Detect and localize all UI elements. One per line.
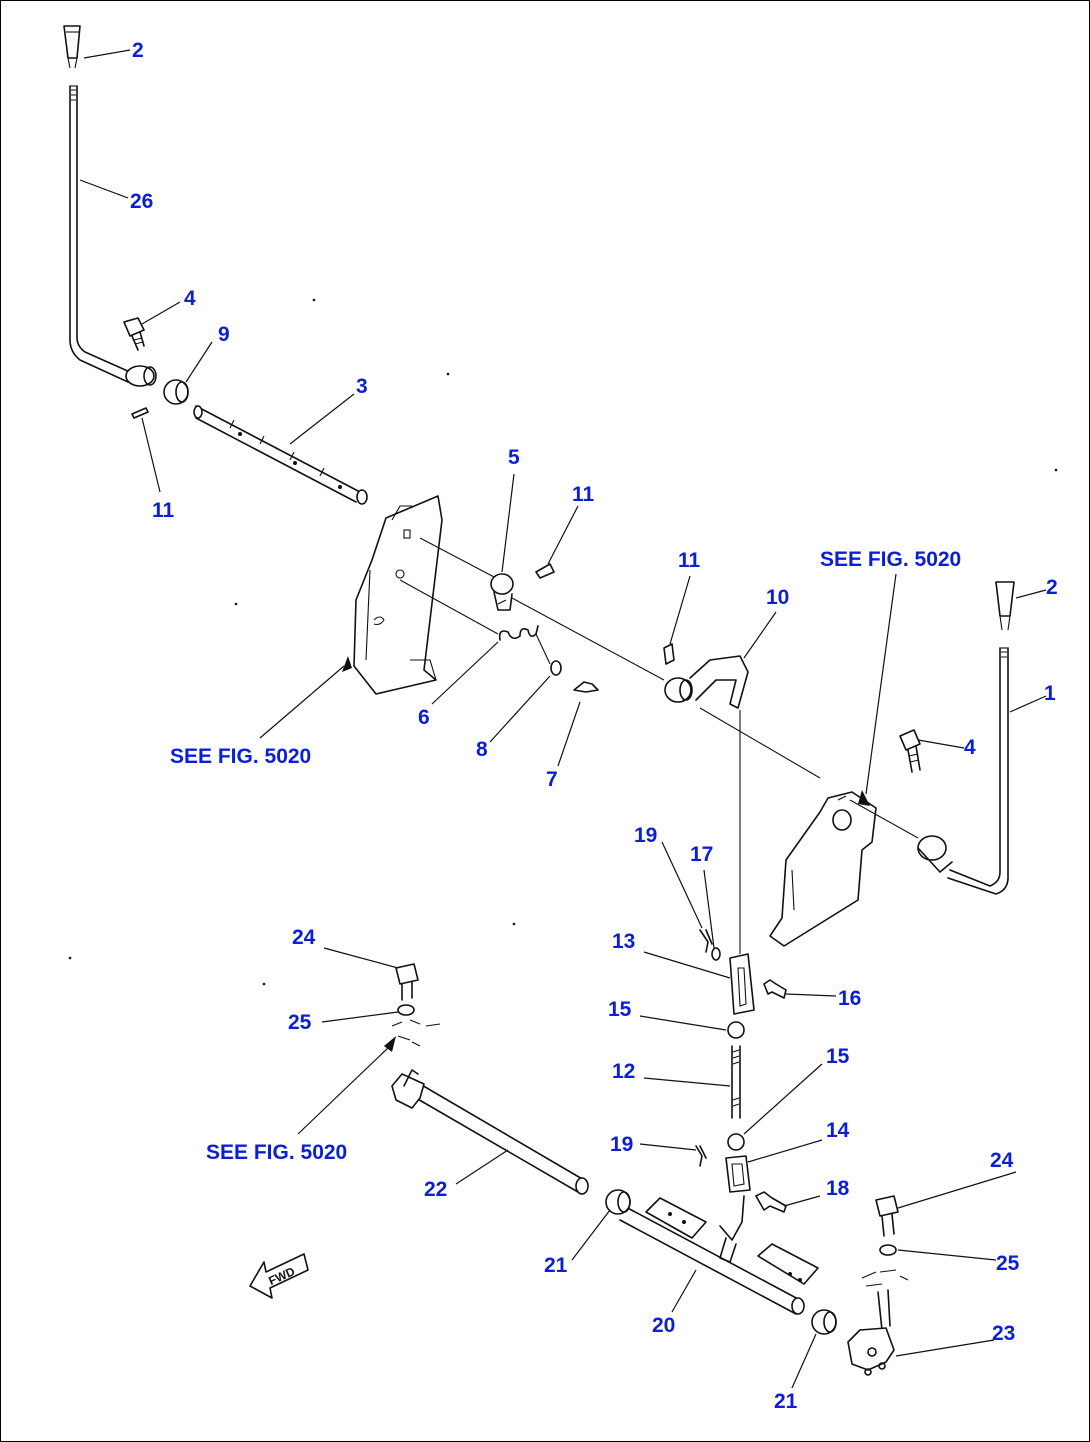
pin-left: [131, 407, 149, 419]
ref-see-fig-bottom-left[interactable]: SEE FIG. 5020: [206, 1141, 347, 1164]
bushing-21-left: [605, 1189, 631, 1215]
callout-12: 12: [612, 1060, 635, 1083]
lever-rod-right: [917, 647, 1009, 895]
callout-26: 26: [130, 190, 153, 213]
callout-8: 8: [476, 738, 488, 761]
bushing-left: [163, 379, 189, 405]
bushing-21-right: [811, 1309, 837, 1335]
rod-12: [731, 1045, 741, 1119]
callout-15-upper: 15: [608, 998, 632, 1021]
bolt-left: [123, 317, 145, 351]
arm-5: [490, 573, 514, 611]
callout-2-left: 2: [132, 39, 144, 62]
callout-6: 6: [418, 706, 430, 729]
arm-10: [664, 655, 749, 709]
spring-6: [498, 625, 551, 665]
callout-11-mid: 11: [572, 483, 595, 506]
cotter-pin-lower: [695, 1145, 707, 1167]
bolt-24-right: [847, 1195, 909, 1376]
callout-13: 13: [612, 930, 635, 953]
callout-25-left: 25: [288, 1011, 312, 1034]
callout-4-left: 4: [184, 287, 196, 310]
cross-rod: [399, 537, 919, 839]
clevis-13: [729, 953, 755, 1015]
bracket-left: [353, 495, 443, 695]
callout-22: 22: [424, 1178, 447, 1201]
nut-upper: [727, 1021, 745, 1039]
callout-24-left: 24: [292, 926, 316, 949]
knob-right: [995, 581, 1015, 631]
callout-24-right: 24: [990, 1149, 1014, 1172]
callouts: 2 26 4 9 3 11 5 11 11 10 SEE FIG. 5020 2…: [130, 39, 1058, 1413]
shaft-22: [391, 1069, 589, 1195]
bracket-right: [769, 791, 877, 947]
cotter-pin-upper: [699, 929, 721, 961]
callout-18: 18: [826, 1177, 850, 1200]
pin-right: [663, 643, 675, 665]
callout-14: 14: [826, 1119, 850, 1142]
bolt-24-left: [391, 963, 441, 1047]
callout-10: 10: [766, 586, 789, 609]
callout-11-left: 11: [152, 499, 175, 522]
clevis-14: [725, 1155, 751, 1193]
callout-23: 23: [992, 1322, 1015, 1345]
callout-11-right: 11: [678, 549, 701, 572]
stray-dots: [68, 298, 1058, 986]
callout-19-lower: 19: [610, 1133, 633, 1156]
ref-see-fig-top-right[interactable]: SEE FIG. 5020: [820, 548, 961, 571]
leader-lines: [79, 49, 1047, 1389]
pin-mid: [535, 563, 555, 579]
fwd-label: FWD: [266, 1264, 297, 1288]
shaft-20: [619, 1195, 819, 1315]
bolt-right: [899, 729, 921, 773]
ref-see-fig-left[interactable]: SEE FIG. 5020: [170, 745, 311, 768]
callout-15-lower: 15: [826, 1045, 850, 1068]
callout-25-right: 25: [996, 1252, 1020, 1275]
callout-4-right: 4: [964, 736, 976, 759]
callout-21-right: 21: [774, 1390, 798, 1413]
callout-3: 3: [356, 375, 368, 398]
shaft-3: [193, 405, 368, 505]
callout-21-left: 21: [544, 1254, 568, 1277]
clip-7: [573, 681, 599, 693]
lever-rod-left: [69, 85, 157, 387]
knob-left: [63, 25, 81, 69]
callout-2-right: 2: [1046, 576, 1058, 599]
callout-19-upper: 19: [634, 824, 657, 847]
callout-9: 9: [218, 323, 230, 346]
callout-17: 17: [690, 843, 713, 866]
callout-7: 7: [546, 768, 558, 791]
pin-16: [763, 979, 787, 999]
callout-20: 20: [652, 1314, 675, 1337]
washer-8: [550, 660, 562, 676]
callout-1: 1: [1044, 682, 1056, 705]
callout-16: 16: [838, 987, 861, 1010]
callout-5: 5: [508, 446, 520, 469]
nut-lower: [727, 1133, 745, 1151]
fwd-arrow: FWD: [249, 1253, 309, 1299]
pin-18: [755, 1191, 787, 1213]
